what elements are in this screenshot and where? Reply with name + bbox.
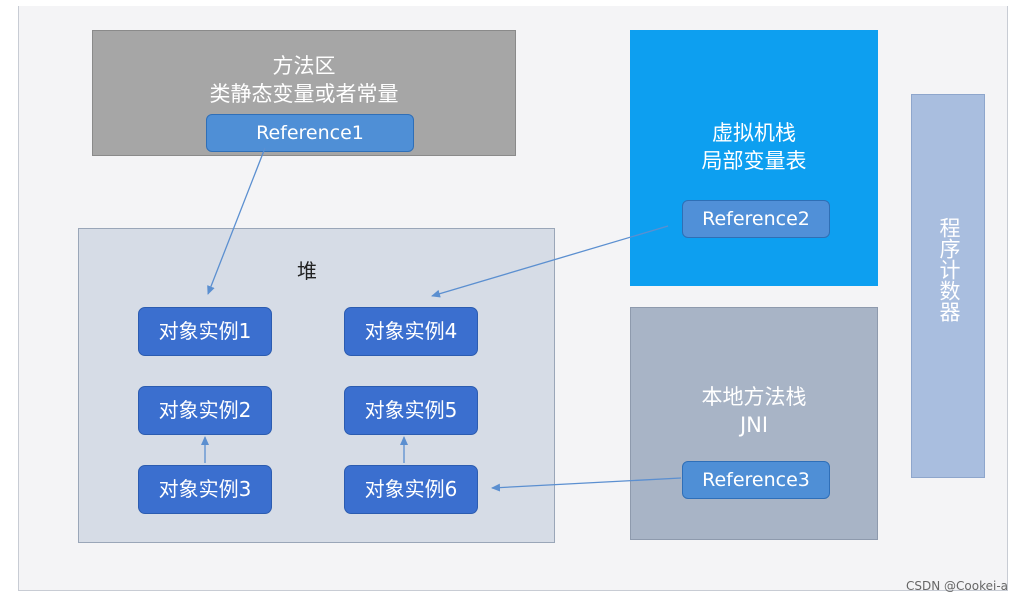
method-area-title: 方法区 [272, 54, 336, 78]
reference3-box: Reference3 [682, 461, 830, 499]
object-instance-1: 对象实例1 [138, 307, 272, 356]
heap-label: 堆 [297, 259, 317, 283]
native-stack-subtitle: JNI [739, 413, 769, 437]
reference1-box: Reference1 [206, 114, 414, 152]
object-instance-2: 对象实例2 [138, 386, 272, 435]
vm-stack-box: 虚拟机栈 局部变量表 Reference2 [630, 30, 878, 286]
vm-stack-subtitle: 局部变量表 [701, 149, 807, 173]
object-instance-6: 对象实例6 [344, 465, 478, 514]
native-method-stack-box: 本地方法栈 JNI Reference3 [630, 307, 878, 540]
object-instance-5: 对象实例5 [344, 386, 478, 435]
program-counter-label: 程序计数器 [937, 217, 961, 322]
reference2-box: Reference2 [682, 200, 830, 238]
object-instance-4: 对象实例4 [344, 307, 478, 356]
object-instance-3: 对象实例3 [138, 465, 272, 514]
native-stack-title: 本地方法栈 [701, 385, 807, 409]
method-area-box: 方法区 类静态变量或者常量 Reference1 [92, 30, 516, 156]
vm-stack-title: 虚拟机栈 [712, 121, 796, 145]
method-area-subtitle: 类静态变量或者常量 [209, 82, 399, 106]
heap-box: 堆 对象实例1 对象实例2 对象实例3 对象实例4 对象实例5 对象实例6 [78, 228, 555, 543]
watermark: CSDN @Cookei-a [905, 579, 1008, 593]
program-counter-box: 程序计数器 [911, 94, 985, 478]
